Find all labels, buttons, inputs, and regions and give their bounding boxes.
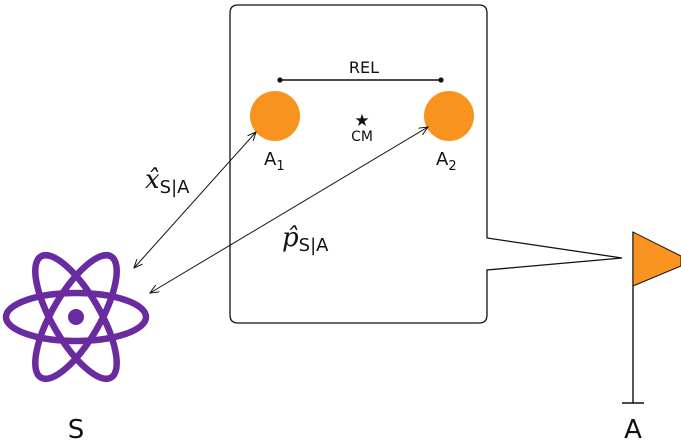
flag-icon [622, 231, 681, 404]
momentum-operator-label: p̂S|A [282, 223, 329, 256]
particle-a2-label: A2 [436, 149, 457, 174]
momentum-arrow [150, 127, 428, 293]
rel-bar-end-left [277, 77, 283, 83]
frame-label: A [624, 415, 642, 445]
reference-frame-box [229, 4, 623, 324]
rel-bar-end-right [438, 77, 444, 83]
particle-a1 [250, 91, 300, 141]
particle-a2 [424, 91, 474, 141]
system-label: S [68, 415, 85, 445]
position-operator-label: x̂S|A [145, 165, 190, 198]
atom-icon [2, 251, 150, 383]
rel-label: REL [349, 58, 379, 77]
cm-star-icon: ★ [354, 111, 369, 131]
cm-label: CM [351, 129, 373, 145]
